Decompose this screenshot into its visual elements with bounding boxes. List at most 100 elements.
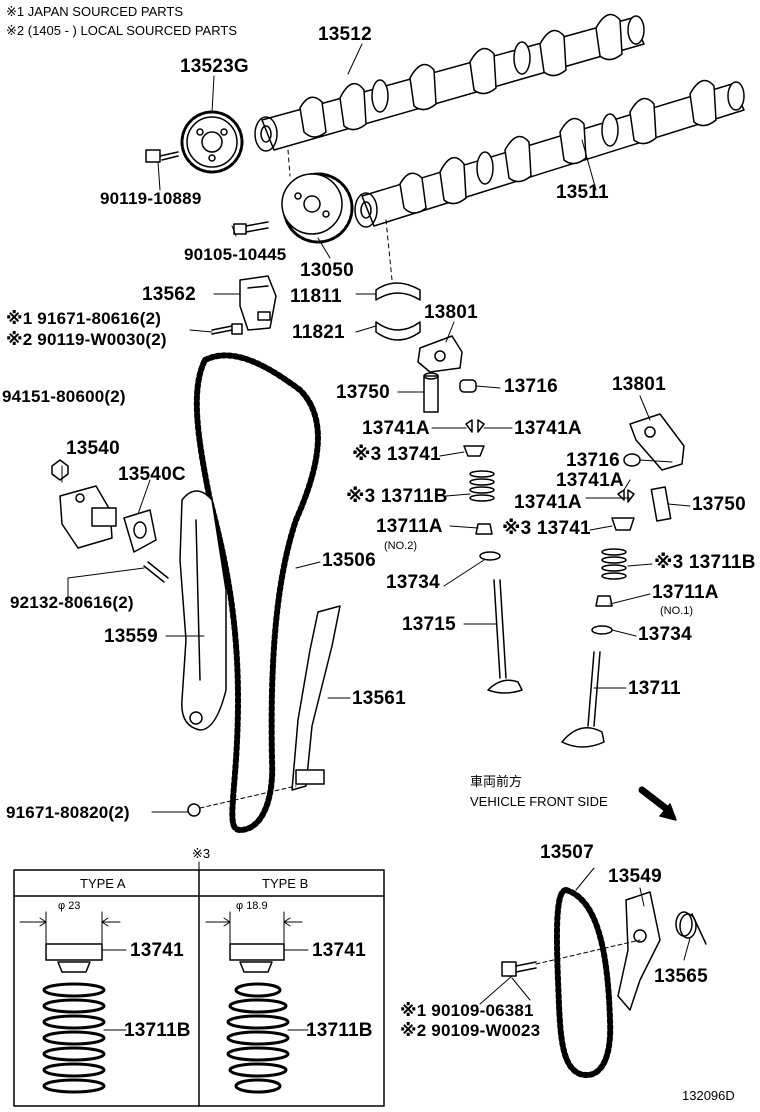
valve-13715 [487, 579, 523, 694]
label-vehicle-front-en: VEHICLE FRONT SIDE [470, 794, 608, 809]
label-13801-left: 13801 [424, 302, 478, 323]
front-arrow-icon [638, 786, 672, 814]
retainer-13741-right [611, 517, 635, 531]
keeper-13741a-left [465, 419, 485, 433]
sprocket-13523g [180, 110, 244, 174]
camshaft-13512 [254, 13, 645, 152]
label-91671-80820: 91671-80820(2) [6, 803, 130, 822]
inset-type-b-retainer: 13741 [312, 940, 366, 961]
rocker-arm-13801-left [417, 335, 463, 373]
front-arrow-head-icon [659, 803, 677, 821]
diagram-id: 132096D [682, 1088, 735, 1103]
label-13750-right: 13750 [692, 494, 746, 515]
note-local-sourced: ※2 (1405 - ) LOCAL SOURCED PARTS [6, 23, 237, 38]
gasket-hole [133, 521, 147, 539]
label-13750-left: 13750 [336, 382, 390, 403]
label-13561: 13561 [352, 688, 406, 709]
inset-marker: ※3 [192, 846, 211, 861]
label-94151-80600: 94151-80600(2) [2, 387, 126, 406]
label-13565: 13565 [654, 966, 708, 987]
label-13741a-4: 13741A [514, 492, 582, 513]
washer-13734-left [479, 551, 501, 561]
bolt-90119-10889 [145, 149, 179, 163]
retainer-13741-left [463, 445, 485, 457]
label-11821: 11821 [292, 322, 345, 343]
valve-13711 [561, 651, 605, 748]
label-13801-right: 13801 [612, 374, 666, 395]
label-vehicle-front-jp: 車両前方 [470, 774, 523, 789]
inset-box [13, 861, 385, 1107]
label-no1: (NO.1) [660, 605, 693, 617]
bolt-90105-10445 [233, 221, 269, 235]
bracket-13562 [239, 275, 277, 331]
label-13741-right: ※3 13741 [502, 518, 591, 539]
inset-type-b-title: TYPE B [262, 876, 309, 891]
inset-type-a-retainer: 13741 [130, 940, 184, 961]
label-13711: 13711 [628, 678, 681, 699]
label-13506: 13506 [322, 550, 376, 571]
spring-13565 [675, 911, 707, 945]
inset-type-a-dimension: φ 23 [58, 900, 81, 912]
label-13562: 13562 [142, 284, 196, 305]
label-90119-w0030: ※2 90119-W0030(2) [6, 330, 167, 349]
inset-type-a-title: TYPE A [80, 876, 126, 891]
bearing-11811 [375, 282, 421, 301]
label-13741-left: ※3 13741 [352, 444, 441, 465]
inset-type-b-spring: 13711B [306, 1020, 373, 1041]
pad-13716-right [623, 453, 641, 467]
bolt-90109 [501, 939, 641, 977]
label-13507: 13507 [540, 842, 594, 863]
label-13511: 13511 [556, 182, 609, 203]
label-13734-left: 13734 [386, 572, 440, 593]
leader-lines [61, 43, 691, 1005]
vvt-gear-13050 [281, 172, 354, 244]
label-90109-w0023: ※2 90109-W0023 [400, 1021, 541, 1040]
label-92132-80616: 92132-80616(2) [10, 593, 134, 612]
label-13741a-1: 13741A [362, 418, 430, 439]
label-90119-10889: 90119-10889 [100, 189, 202, 208]
label-no2: (NO.2) [384, 540, 417, 552]
label-11811: 11811 [290, 286, 342, 307]
chain-guide-13559 [179, 490, 227, 731]
stud-92132-80616 [143, 561, 169, 583]
rocker-arm-13801-right [629, 413, 685, 471]
spring-13711b-right [601, 548, 627, 580]
label-13716-right: 13716 [566, 450, 620, 471]
label-13559: 13559 [104, 626, 158, 647]
seat-13711a-right [595, 595, 613, 607]
bolt-91671-80616 [211, 325, 233, 335]
label-91671-80616: ※1 91671-80616(2) [6, 309, 162, 328]
nut-94151-80600 [51, 459, 69, 481]
camshaft-13511 [354, 79, 745, 228]
label-13741a-3: 13741A [556, 470, 624, 491]
inset-type-a-spring: 13711B [124, 1020, 191, 1041]
label-13711a-right: 13711A [652, 582, 719, 603]
note-japan-sourced: ※1 JAPAN SOURCED PARTS [6, 4, 184, 19]
label-13512: 13512 [318, 24, 372, 45]
washer-13734-right [591, 625, 613, 635]
label-13716-left: 13716 [504, 376, 558, 397]
label-13050: 13050 [300, 260, 354, 281]
label-90105-10445: 90105-10445 [184, 245, 287, 264]
gasket-13540c [123, 509, 157, 553]
label-13549: 13549 [608, 866, 662, 887]
chain-guide-13561 [291, 605, 341, 791]
label-13715: 13715 [402, 614, 456, 635]
pad-13716-left [459, 379, 477, 393]
label-13540: 13540 [66, 438, 120, 459]
label-13711b-right: ※3 13711B [654, 552, 756, 573]
lash-adjuster-13750-right [650, 486, 672, 522]
keeper-13741a-right [617, 489, 635, 503]
label-13711b-left: ※3 13711B [346, 486, 448, 507]
oil-pump-chain-13507 [553, 887, 614, 1079]
tensioner-13540 [59, 485, 117, 549]
label-13540c: 13540C [118, 464, 186, 485]
bearing-11821 [375, 321, 421, 341]
lash-adjuster-13750-left [423, 372, 439, 413]
bolt-91671-80820 [187, 785, 297, 817]
inset-type-b-dimension: φ 18.9 [236, 900, 268, 912]
label-13734-right: 13734 [638, 624, 692, 645]
tensioner-arm-13549 [617, 891, 661, 1011]
